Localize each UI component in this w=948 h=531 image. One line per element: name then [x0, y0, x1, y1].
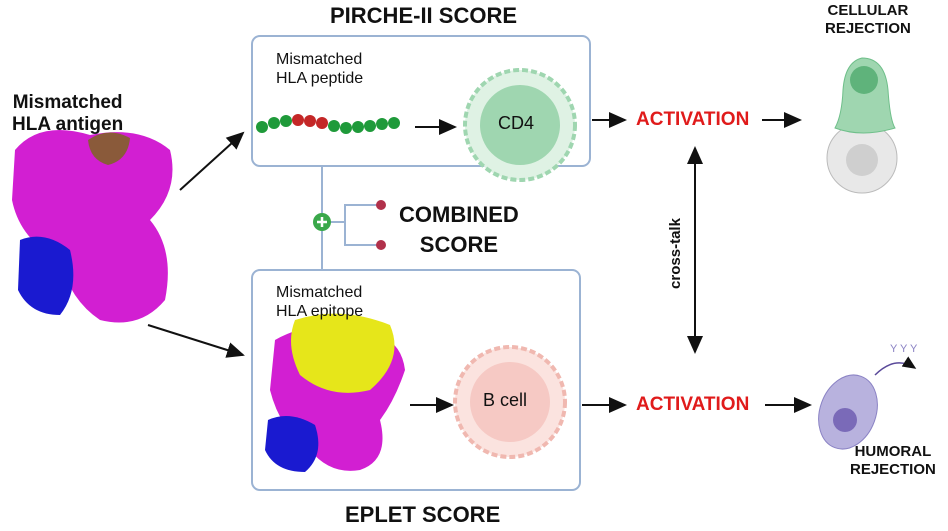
label-line: CELLULAR: [827, 2, 909, 19]
crosstalk-label: cross-talk: [666, 218, 684, 289]
label-line: Mismatched: [276, 284, 363, 301]
label-line: REJECTION: [850, 461, 936, 478]
b-cell-label: B cell: [483, 390, 528, 410]
label-line: REJECTION: [825, 20, 911, 37]
pirche-box: [251, 35, 591, 167]
plasma-cell-icon: Y Y Y: [818, 343, 918, 450]
label-line: Mismatched: [276, 51, 363, 68]
cellular-rejection-icon: [826, 57, 898, 194]
pirche-title: PIRCHE-II SCORE: [330, 3, 518, 28]
peptide-chain-icon: [256, 114, 400, 134]
combined-score-label: COMBINED SCORE: [399, 200, 519, 260]
activation-top: ACTIVATION: [636, 109, 750, 130]
svg-text:Y Y Y: Y Y Y: [890, 343, 918, 355]
label-line: SCORE: [419, 232, 499, 257]
hla-antigen-protein-icon: [12, 130, 173, 323]
hla-epitope-protein-icon: [265, 313, 405, 472]
eplet-title: EPLET SCORE: [345, 502, 501, 527]
activation-bottom: ACTIVATION: [636, 394, 750, 415]
label-line: HLA peptide: [276, 70, 364, 87]
label-line: HLA epitope: [276, 303, 364, 320]
label-line: COMBINED: [399, 202, 519, 227]
cd4-label: CD4: [498, 113, 535, 133]
label-line: HLA antigen: [12, 114, 124, 135]
label-line: HUMORAL: [854, 443, 932, 460]
eplet-box: [251, 269, 581, 491]
label-line: Mismatched: [12, 92, 123, 113]
